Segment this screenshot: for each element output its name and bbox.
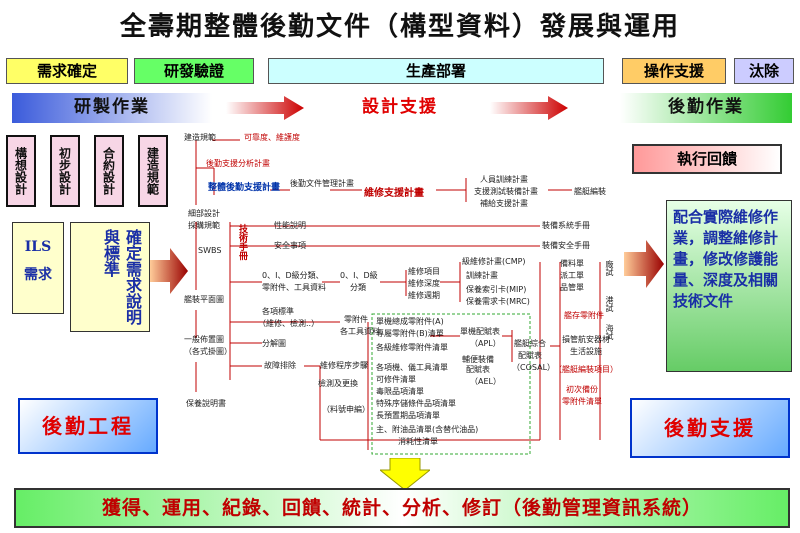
feedback-box: 執行回饋 [632,144,782,174]
stage-logistics: 後勤作業 [620,93,792,123]
long-lead-label: 長預置期品項清單 [376,411,440,420]
tech-manual-label: 技術手冊 [237,224,247,260]
mrc-label: 保養需求卡(MRC) [466,297,530,306]
doc-mgmt-label: 後勤文件管理計畫 [290,179,354,188]
repair-tools-label: 損管航安器材 [562,335,610,344]
dock-test-label: 廠試 [605,260,614,276]
maint-plan-label: 維修支援計畫 [364,188,424,199]
maint-list-label: 保養說明書 [186,399,226,408]
living-label: 生活設施 [570,347,602,356]
consumption-label: 消耗性清單 [398,437,438,446]
consumables-label: 可修件清單 [376,375,416,384]
phase-production: 生產部署 [268,58,604,84]
cosal-label: 艦艇綜合 [514,339,546,348]
safety-label: 安全事項 [274,241,306,250]
classification-label: 分類 [350,283,366,292]
dispatch-label: 派工單 [560,271,584,280]
items-std-label: 各項標準 [262,307,294,316]
logistics-support-box: 後勤支援 [630,398,790,458]
right-description-box: 配合實際維修作業，調整維修計畫，修改修護能量、深度及相關技術文件 [666,200,792,372]
stage-rd: 研製作業 [12,93,212,123]
ship-parts-label: 艦存零附件 [564,311,604,320]
support-test-label: 支援測試裝備計畫 [474,187,538,196]
initial-parts-label: 初次備份 [566,385,598,394]
aux-table-label: 配賦表 [466,365,490,374]
arrangement-label: 艦裝平面圖 [184,295,224,304]
ils-requirement-box: ILS 需求 [12,222,64,314]
analysis-label: 分解圖 [262,339,286,348]
attached-label: 主、附油品清單(含替代油品) [376,425,479,434]
concept-design-box: 構想設計 [6,135,36,207]
logistics-engineering-box: 後勤工程 [18,398,158,454]
phase-dev-test: 研發驗證 [134,58,254,84]
arrow-right-icon [150,248,188,294]
right-description-text: 配合實際維修作業，調整維修計畫，修改修護能量、深度及相關技術文件 [673,208,779,310]
special-cargo-label: 特殊序儲條件品項清單 [376,399,456,408]
safety-manual-label: 裝備安全手冊 [542,241,590,250]
troubleshoot-label: 故障排除 [264,361,296,370]
level-list-label: 各級維修零附件清單 [376,343,448,352]
apl-label: （APL） [470,339,501,348]
phase-operation: 操作支援 [622,58,726,84]
preliminary-design-box: 初步設計 [50,135,80,207]
single-list-label: 單機總成零附件(A) [376,317,444,326]
integrated-plan-label: 整體後勤支援計畫 [208,183,281,193]
od-class-label: 0、I、D級分類、 [262,271,324,280]
equip-spec-label: 單機配賦表 [460,327,500,336]
parts-label: 零附件 [344,315,368,324]
sea-test-label: 海試 [605,324,614,340]
training-plan-label: 訓練計畫 [466,271,498,280]
stage-design: 設計支援 [362,97,438,117]
ship-mgmt-label: 備料單 [560,259,584,268]
general-layout-label: 一般佈置圖 [184,335,224,344]
arrow-down-icon [380,458,430,490]
perf-desc-label: 性能說明 [274,221,306,230]
maint-inspect-label: （維修、檢測..） [258,319,320,328]
phase-requirement: 需求確定 [6,58,128,84]
confirm-requirement-box: 確定需求說明與標準 [70,222,150,332]
bottom-bar: 獲得、運用、紀錄、回饋、統計、分析、修訂（後勤管理資訊系統） [14,488,790,528]
aux-equip-label: 輔便裝備 [462,355,494,364]
maint-items-label: 維修項目 [408,267,440,276]
hazard-label: 毒限品項清單 [376,387,424,396]
personnel-label: 人員訓練計畫 [480,175,528,184]
ship-equip-label: 艦艇編裝 [574,187,606,196]
build-spec-box: 建造規範 [138,135,168,207]
tools-list-label: 各工具資料 [340,327,380,336]
material-label: （料號申編） [322,405,370,414]
ship-equip-item-label: （艦艇編裝項目） [554,365,618,374]
equip-manual-label: 裝備系統手冊 [542,221,590,230]
procurement-label: 採購規範 [188,221,220,230]
swbs-label: SWBS [198,246,222,255]
each-tool-label: 各項機、儀工具清單 [376,363,448,372]
maint-procedure-label: 維修程序步驟 [320,361,368,370]
arrow-right-icon [624,240,664,288]
detail-design-label: 細部設計 [188,209,220,218]
maint-depth-label: 維修深度 [408,279,440,288]
level-plan-label: 級維修計畫(CMP) [462,257,526,266]
lsa-plan-label: 後勤支援分析計畫 [206,159,270,168]
arrow-right-icon [226,96,304,120]
detect-replace-label: 檢測及更換 [318,379,358,388]
reliability-label: 可靠度、維護度 [244,133,300,142]
cosal3-label: （COSAL） [512,363,556,372]
parts-tools-label: 零附件、工具資料 [262,283,326,292]
od-level-label: 0、I、D級 [340,271,378,280]
page-title: 全壽期整體後勤文件（構型資料）發展與運用 [119,12,680,42]
supply-plan-label: 補給支援計畫 [480,199,528,208]
mip-label: 保養索引卡(MIP) [466,285,527,294]
cosal2-label: 配賦表 [518,351,542,360]
build-spec-label: 建造規範 [184,133,216,142]
contract-design-box: 合約設計 [94,135,124,207]
ael-label: （AEL） [470,377,501,386]
maint-card-label: 品管單 [560,283,584,292]
maint-cycle-label: 維修週期 [408,291,440,300]
parts-list-label: 零附件清單 [562,397,602,406]
layout-drawings-label: （各式掛圖） [184,347,232,356]
phase-disposal: 汰除 [734,58,794,84]
arrow-right-icon [490,96,568,120]
harbor-test-label: 港試 [605,296,614,312]
special-list-label: 專屬零附件(B)清單 [376,329,444,338]
